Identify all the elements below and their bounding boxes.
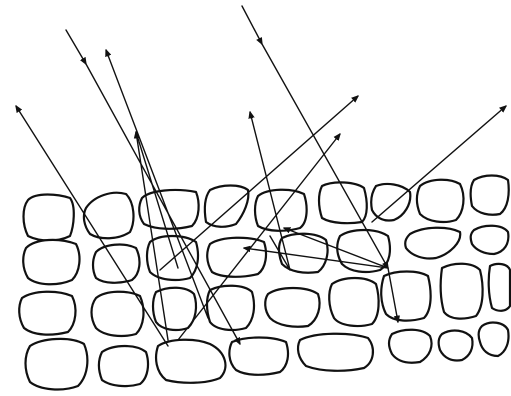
- grain: [471, 226, 509, 254]
- grain: [479, 323, 509, 356]
- grain: [471, 176, 509, 215]
- grain: [405, 228, 460, 259]
- grain: [153, 288, 196, 330]
- grain: [99, 346, 148, 386]
- grain: [207, 238, 266, 277]
- grain: [381, 272, 430, 321]
- grain: [92, 292, 144, 336]
- grain: [26, 339, 88, 390]
- grain: [329, 278, 378, 326]
- grain: [24, 195, 74, 241]
- light-rays: [16, 6, 506, 346]
- incident-ray: [242, 6, 262, 44]
- incident-ray: [66, 30, 86, 64]
- grain: [207, 286, 254, 330]
- grain: [489, 264, 510, 311]
- grain: [229, 338, 288, 375]
- grain: [19, 292, 75, 335]
- grain: [265, 288, 319, 327]
- particle-layer: [19, 264, 510, 336]
- particle-layer: [26, 323, 509, 390]
- grain: [298, 334, 373, 371]
- grain: [417, 180, 463, 222]
- grain: [84, 193, 134, 239]
- grain: [23, 240, 79, 284]
- grain: [389, 330, 432, 363]
- grain: [441, 264, 483, 319]
- grain: [371, 184, 410, 221]
- grain: [439, 331, 473, 361]
- grain: [156, 340, 225, 383]
- grain: [205, 186, 249, 227]
